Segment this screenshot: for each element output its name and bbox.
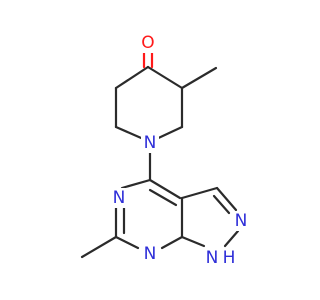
oxygen-label-background <box>139 33 157 53</box>
pyrimidine-nitrogen-bottom-atom-label: N <box>144 244 157 264</box>
oxygen-atom-label: O <box>141 33 154 53</box>
pyrimidine-nitrogen-top-label-background <box>110 188 128 208</box>
bond-c4-c4a-2 <box>148 188 178 207</box>
pyrazole-h-label-background <box>220 248 238 268</box>
bond-c3b-n2 <box>215 186 238 212</box>
bond-c4a-c3b <box>180 186 219 200</box>
piperidine-nitrogen-label-background <box>141 133 159 153</box>
bond-c5-c4 <box>114 65 150 90</box>
pyrazole-nh-atom-label: N <box>206 248 219 268</box>
pyrimidine-nitrogen-top-atom-label: N <box>113 188 126 208</box>
pyrazole-nitrogen-label-background <box>232 211 250 231</box>
piperidine-nitrogen-atom-label: N <box>144 133 157 153</box>
pyrazole-nh-label-background <box>203 248 221 268</box>
chemical-structure-diagram: O N N N N N H <box>80 33 250 268</box>
bond-n1b-c7a <box>160 235 184 250</box>
bond-c4-n3 <box>120 178 152 190</box>
atom-labels: O N N N N N H <box>110 33 250 268</box>
bond-c4-c4a-1 <box>148 178 182 200</box>
bond-c3-methyl <box>180 66 218 90</box>
bond-c3b-n2-double <box>212 194 231 215</box>
bond-c2-methyl <box>80 235 118 259</box>
pyrazole-h-atom-label: H <box>223 248 236 268</box>
bond-n2-n1h <box>223 229 240 248</box>
bond-c2-n1b <box>114 235 140 250</box>
bond-n1h-c7a <box>180 235 206 248</box>
bond-c4-c3 <box>146 65 184 90</box>
pyrazole-nitrogen-atom-label: N <box>235 211 248 231</box>
pyrimidine-nitrogen-bottom-label-background <box>141 244 159 264</box>
bond-lines <box>80 48 240 259</box>
